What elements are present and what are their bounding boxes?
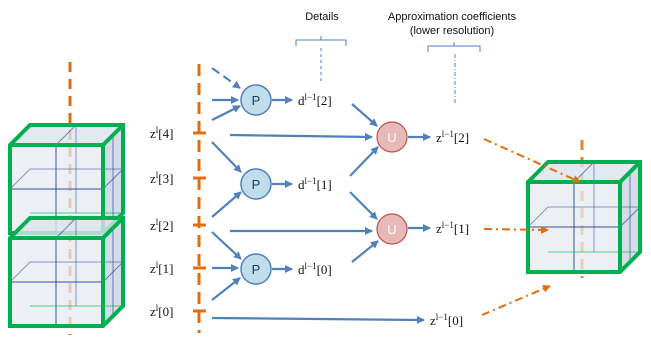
approximation-header: Approximation coefficients (lower resolu… (388, 11, 517, 104)
detail-labels: dl−1[2] dl−1[1] dl−1[0] (298, 92, 332, 277)
output-label-0: zl−1[0] (430, 312, 463, 328)
approx-label-line1: Approximation coefficients (388, 11, 517, 23)
input-label-4: zl[4] (150, 125, 173, 141)
svg-text:P: P (252, 93, 261, 108)
output-label-2: zl−1[2] (436, 129, 469, 145)
input-label-1: zl[1] (150, 260, 173, 276)
details-header: Details (295, 11, 347, 84)
predict-node-middle: P (240, 168, 272, 200)
detail-label-1: dl−1[1] (298, 176, 332, 192)
predict-node-top: P (240, 84, 272, 116)
flow-arrows (211, 67, 431, 324)
update-node-bottom: U (376, 213, 408, 245)
svg-text:P: P (252, 177, 261, 192)
svg-text:U: U (387, 130, 396, 145)
left-lower-cube (8, 216, 125, 328)
left-voxel-stack (8, 62, 125, 335)
output-label-1: zl−1[1] (436, 220, 469, 236)
approx-label-line2: (lower resolution) (410, 25, 494, 37)
svg-text:U: U (387, 222, 396, 237)
input-label-2: zl[2] (150, 217, 173, 233)
detail-label-0: dl−1[0] (298, 261, 332, 277)
mapping-arrows (481, 138, 581, 316)
input-labels: zl[4] zl[3] zl[2] zl[1] zl[0] (150, 125, 173, 319)
details-label: Details (305, 11, 339, 23)
output-labels: zl−1[2] zl−1[1] zl−1[0] (430, 129, 469, 328)
input-axis (193, 64, 206, 333)
predict-node-bottom: P (240, 253, 272, 285)
update-node-top: U (376, 121, 408, 153)
left-upper-cube (8, 123, 125, 235)
svg-text:P: P (252, 262, 261, 277)
right-voxel-cube (526, 140, 642, 278)
detail-label-2: dl−1[2] (298, 92, 332, 108)
input-label-0: zl[0] (150, 303, 173, 319)
input-label-3: zl[3] (150, 170, 173, 186)
